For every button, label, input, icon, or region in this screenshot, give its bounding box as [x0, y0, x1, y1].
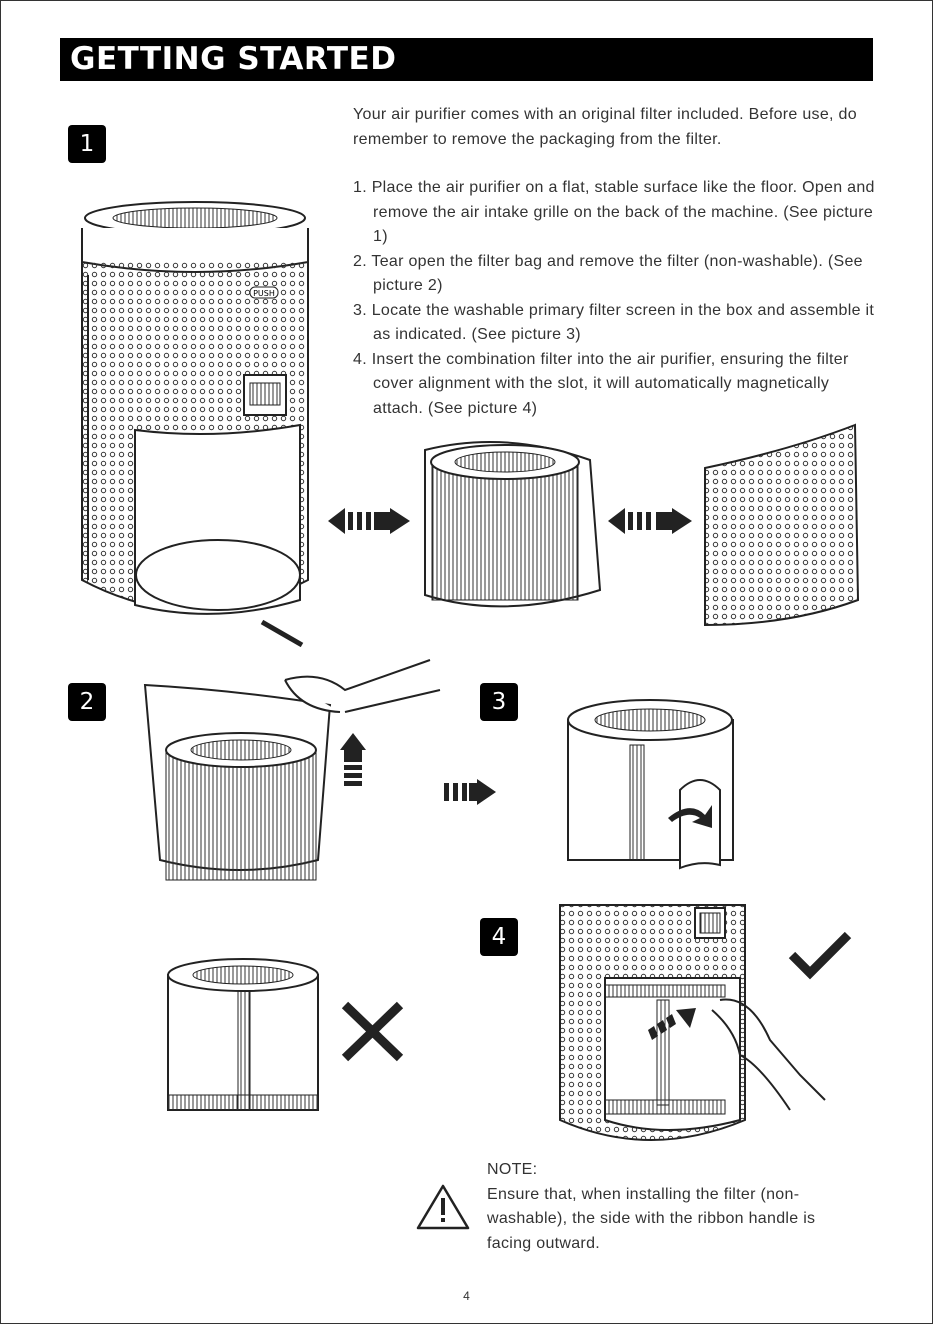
- washable-screen-illustration: [705, 425, 858, 625]
- check-icon: [792, 935, 848, 973]
- note-block: NOTE: Ensure that, when installing the f…: [487, 1158, 847, 1256]
- warning-icon: [418, 1186, 468, 1228]
- filter-in-bag-illustration: [425, 442, 600, 606]
- note-heading: NOTE:: [487, 1158, 847, 1183]
- assemble-screen-illustration: [568, 700, 733, 868]
- push-label: PUSH: [253, 289, 275, 298]
- arrow-icon: [328, 508, 410, 534]
- cross-icon: [345, 1005, 400, 1058]
- page-number: 4: [0, 1289, 933, 1303]
- incorrect-filter-illustration: [168, 959, 318, 1110]
- note-text: Ensure that, when installing the filter …: [487, 1183, 847, 1257]
- arrow-icon: [608, 508, 692, 534]
- arrow-icon: [444, 779, 496, 805]
- arrow-icon: [340, 733, 366, 786]
- purifier-open-illustration: PUSH: [82, 202, 308, 645]
- insert-filter-illustration: [560, 905, 825, 1140]
- remove-bag-illustration: [145, 660, 440, 880]
